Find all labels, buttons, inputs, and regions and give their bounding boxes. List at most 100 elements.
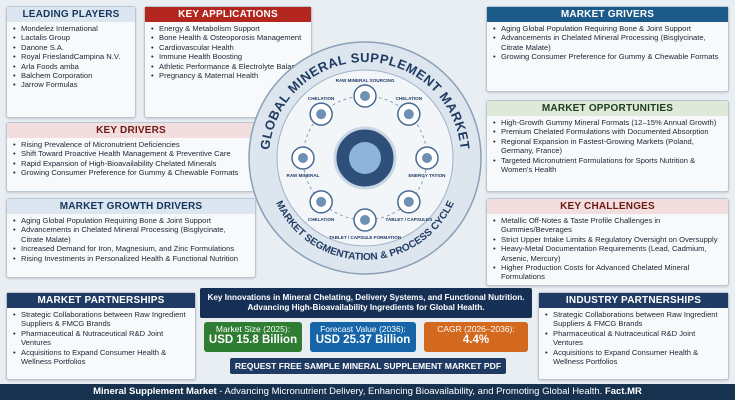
list-item: Pharmaceutical & Nutraceutical R&D Joint…	[13, 329, 189, 348]
growth-drivers-list: Aging Global Population Requiring Bone &…	[7, 214, 255, 265]
key-challenges-panel: KEY CHALLENGES Metallic Off-Notes & Tast…	[486, 198, 729, 286]
list-item: Rising Investments in Personalized Healt…	[13, 254, 249, 264]
list-item: Higher Production Costs for Advanced Che…	[493, 263, 722, 282]
list-item: Lactalis Group	[13, 33, 129, 43]
cycle-node-glyph	[422, 153, 432, 163]
key-applications-list: Energy & Metabolism Support Bone Health …	[145, 22, 311, 82]
cycle-node-label: TABLET / CAPSULE FORMATION	[329, 235, 402, 240]
cycle-node-label: ENERGY TATION	[408, 173, 446, 178]
forecast-metric: Forecast Value (2036): USD 25.37 Billion	[310, 322, 416, 352]
list-item: Strategic Collaborations between Raw Ing…	[13, 310, 189, 329]
cagr-metric: CAGR (2026–2036): 4.4%	[424, 322, 528, 352]
leading-players-panel: LEADING PLAYERS Mondelez International L…	[6, 6, 136, 118]
list-item: Strategic Collaborations between Raw Ing…	[545, 310, 722, 329]
market-drivers-title: MARKET GRIVERS	[487, 7, 728, 22]
cycle-node-glyph	[360, 91, 370, 101]
industry-partnerships-panel: INDUSTRY PARTNERSHIPS Strategic Collabor…	[538, 292, 729, 380]
list-item: Advancements in Chelated Mineral Process…	[493, 33, 722, 52]
leading-players-title: LEADING PLAYERS	[7, 7, 135, 22]
cycle-node-glyph	[298, 153, 308, 163]
list-item: Cardiovascular Health	[151, 43, 305, 53]
list-item: Metallic Off-Notes & Taste Profile Chall…	[493, 216, 722, 235]
cycle-node-glyph	[403, 109, 414, 120]
market-opportunities-panel: MARKET OPPORTUNITIES High-Growth Gummy M…	[486, 100, 729, 192]
market-drivers-list: Aging Global Population Requiring Bone &…	[487, 22, 728, 64]
metric-label: Forecast Value (2036):	[320, 324, 406, 334]
list-item: Royal FrieslandCampina N.V.	[13, 52, 129, 62]
market-opportunities-title: MARKET OPPORTUNITIES	[487, 101, 728, 116]
process-cycle-diagram: GLOBAL MINERAL SUPPLEMENT MARKET MARKET …	[247, 40, 483, 276]
list-item: Premium Chelated Formulations with Docum…	[493, 127, 722, 137]
cycle-nodes: RAW MINERAL SOURCING CHELATION ENERGY TATI…	[287, 78, 447, 240]
market-opportunities-list: High-Growth Gummy Mineral Formats (12–15…	[487, 116, 728, 176]
list-item: Strict Upper Intake Limits & Regulatory …	[493, 235, 722, 245]
banner-line-1: Key Innovations in Mineral Chelating, De…	[207, 293, 525, 302]
list-item: Rising Prevalence of Micronutrient Defic…	[13, 140, 249, 150]
key-drivers-title: KEY DRIVERS	[7, 123, 255, 138]
list-item: Immune Health Boosting	[151, 52, 305, 62]
growth-drivers-panel: MARKET GROWTH DRIVERS Aging Global Popul…	[6, 198, 256, 278]
metric-label: CAGR (2026–2036):	[437, 324, 515, 334]
cycle-node-label: CHELATION	[396, 96, 423, 101]
list-item: High-Growth Gummy Mineral Formats (12–15…	[493, 118, 722, 128]
cycle-node-glyph	[360, 215, 370, 225]
list-item: Balchem Corporation	[13, 71, 129, 81]
metric-label: Market Size (2025):	[215, 324, 291, 334]
cycle-node-glyph	[316, 109, 327, 120]
market-partnerships-title: MARKET PARTNERSHIPS	[7, 293, 195, 308]
list-item: Acquisitions to Expand Consumer Health &…	[545, 348, 722, 367]
list-item: Heavy-Metal Documentation Requirements (…	[493, 244, 722, 263]
key-applications-title: KEY APPLICATIONS	[145, 7, 311, 22]
list-item: Acquisitions to Expand Consumer Health &…	[13, 348, 189, 367]
list-item: Aging Global Population Requiring Bone &…	[13, 216, 249, 226]
market-size-metric: Market Size (2025): USD 15.8 Billion	[204, 322, 302, 352]
key-drivers-list: Rising Prevalence of Micronutrient Defic…	[7, 138, 255, 180]
list-item: Bone Health & Osteoporosis Management	[151, 33, 305, 43]
industry-partnerships-list: Strategic Collaborations between Raw Ing…	[539, 308, 728, 368]
list-item: Pharmaceutical & Nutraceutical R&D Joint…	[545, 329, 722, 348]
market-drivers-panel: MARKET GRIVERS Aging Global Population R…	[486, 6, 729, 92]
list-item: Athletic Performance & Electrolyte Balan…	[151, 62, 305, 72]
key-challenges-title: KEY CHALLENGES	[487, 199, 728, 214]
key-challenges-list: Metallic Off-Notes & Taste Profile Chall…	[487, 214, 728, 284]
innovation-banner: Key Innovations in Mineral Chelating, De…	[200, 288, 532, 318]
list-item: Growing Consumer Preference for Gummy & …	[13, 168, 249, 178]
cycle-node-label: RAW MINERAL SOURCING	[336, 78, 395, 83]
metric-value: 4.4%	[462, 334, 490, 346]
cycle-node-glyph	[403, 196, 414, 207]
footer-title: Mineral Supplement Market	[93, 386, 217, 397]
list-item: Energy & Metabolism Support	[151, 24, 305, 34]
list-item: Aging Global Population Requiring Bone &…	[493, 24, 722, 34]
metric-value: USD 15.8 Billion	[208, 334, 298, 346]
list-item: Danone S.A.	[13, 43, 129, 53]
metric-value: USD 25.37 Billion	[315, 334, 411, 346]
footer-tagline: - Advancing Micronutrient Delivery, Enha…	[216, 386, 603, 397]
process-cycle-svg: GLOBAL MINERAL SUPPLEMENT MARKET MARKET …	[248, 41, 482, 275]
banner-line-2: Advancing High-Bioavailability Ingredien…	[247, 303, 485, 312]
list-item: Increased Demand for Iron, Magnesium, an…	[13, 244, 249, 254]
list-item: Shift Toward Proactive Health Management…	[13, 149, 249, 159]
request-sample-button[interactable]: REQUEST FREE SAMPLE MINERAL SUPPLEMENT M…	[230, 358, 506, 374]
center-mineral-core	[349, 142, 381, 174]
list-item: Arla Foods amba	[13, 62, 129, 72]
footer-brand: Fact.MR	[604, 386, 642, 397]
market-partnerships-panel: MARKET PARTNERSHIPS Strategic Collaborat…	[6, 292, 196, 380]
leading-players-list: Mondelez International Lactalis Group Da…	[7, 22, 135, 92]
footer-bar: Mineral Supplement Market - Advancing Mi…	[0, 384, 735, 400]
cycle-node-label: RAW MINERAL	[287, 173, 320, 178]
key-applications-panel: KEY APPLICATIONS Energy & Metabolism Sup…	[144, 6, 312, 118]
key-drivers-panel: KEY DRIVERS Rising Prevalence of Micronu…	[6, 122, 256, 192]
cycle-node-label: CHELATION	[308, 217, 335, 222]
list-item: Growing Consumer Preference for Gummy & …	[493, 52, 722, 62]
list-item: Pregnancy & Maternal Health	[151, 71, 305, 81]
market-partnerships-list: Strategic Collaborations between Raw Ing…	[7, 308, 195, 368]
industry-partnerships-title: INDUSTRY PARTNERSHIPS	[539, 293, 728, 308]
list-item: Mondelez International	[13, 24, 129, 34]
list-item: Advancements in Chelated Mineral Process…	[13, 225, 249, 244]
list-item: Rapid Expansion of High-Bioavailability …	[13, 159, 249, 169]
cycle-node-label: TABLET / CAPSULES	[386, 217, 433, 222]
growth-drivers-title: MARKET GROWTH DRIVERS	[7, 199, 255, 214]
cycle-node-glyph	[316, 196, 327, 207]
list-item: Regional Expansion in Fastest-Growing Ma…	[493, 137, 722, 156]
cycle-node-label: CHELATION	[308, 96, 335, 101]
